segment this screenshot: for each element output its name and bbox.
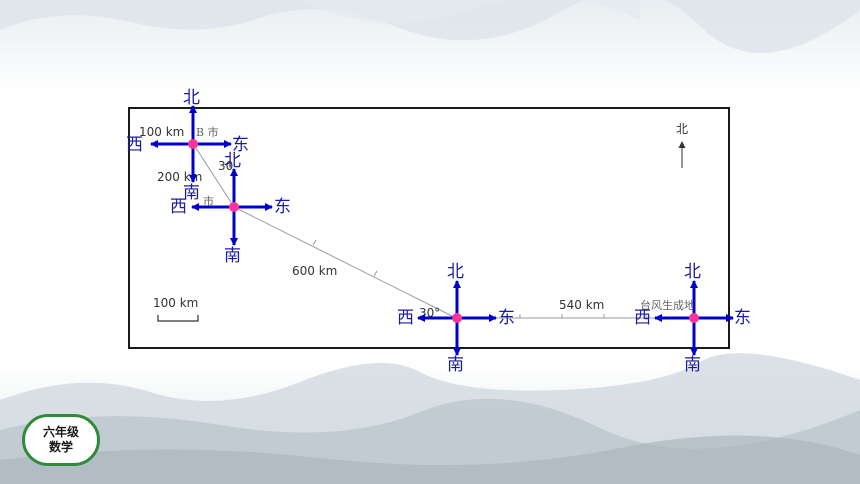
compass-west-label: 西 <box>126 135 143 155</box>
scale-label: 100 km <box>153 296 198 310</box>
badge-subject-text: 数学 <box>48 440 73 454</box>
distance-200-label: 200 km <box>157 170 202 184</box>
compass-south-label: 南 <box>684 355 701 375</box>
distance-540-label: 540 km <box>559 298 604 312</box>
compass-east-label: 东 <box>498 308 515 328</box>
typhoon-origin-label: 台风生成地 <box>640 298 695 312</box>
compass-east-label: 东 <box>734 308 751 328</box>
compass-west-label: 西 <box>634 308 651 328</box>
compass-west-label: 西 <box>170 197 187 217</box>
compass-south-label: 南 <box>447 355 464 375</box>
compass-south-label: 南 <box>224 246 241 266</box>
compass-east-label: 东 <box>232 135 249 155</box>
compass-north-label: 北 <box>224 151 241 171</box>
compass-b-city: 北 南 东 西 <box>126 88 249 203</box>
angle-30-top-label: 30 <box>218 159 233 173</box>
distance-100-label: 100 km <box>139 125 184 139</box>
compass-west-label: 西 <box>397 308 414 328</box>
route-b-to-a <box>193 144 235 208</box>
distance-600-label: 600 km <box>292 264 337 278</box>
scale-bar <box>157 315 199 322</box>
compass-east-label: 东 <box>274 197 291 217</box>
city-a-label: 市 <box>203 194 214 208</box>
compass-typhoon-origin: 北 南 东 西 <box>634 262 751 375</box>
compass-turn-point: 北 南 东 西 <box>397 262 515 375</box>
compass-south-label: 南 <box>183 183 200 203</box>
route-ticks <box>312 239 647 318</box>
compass-north-label: 北 <box>183 88 200 108</box>
compass-north-label: 北 <box>447 262 464 282</box>
route-a-to-turn <box>233 206 457 319</box>
compass-north-label: 北 <box>684 262 701 282</box>
badge-grade-text: 六年级 <box>42 425 79 439</box>
city-b-label: B 市 <box>196 125 219 139</box>
compass-a-city: 北 南 东 西 <box>170 151 291 266</box>
map-north-label: 北 <box>676 122 688 136</box>
grade-badge: 六年级 数学 <box>22 414 100 466</box>
